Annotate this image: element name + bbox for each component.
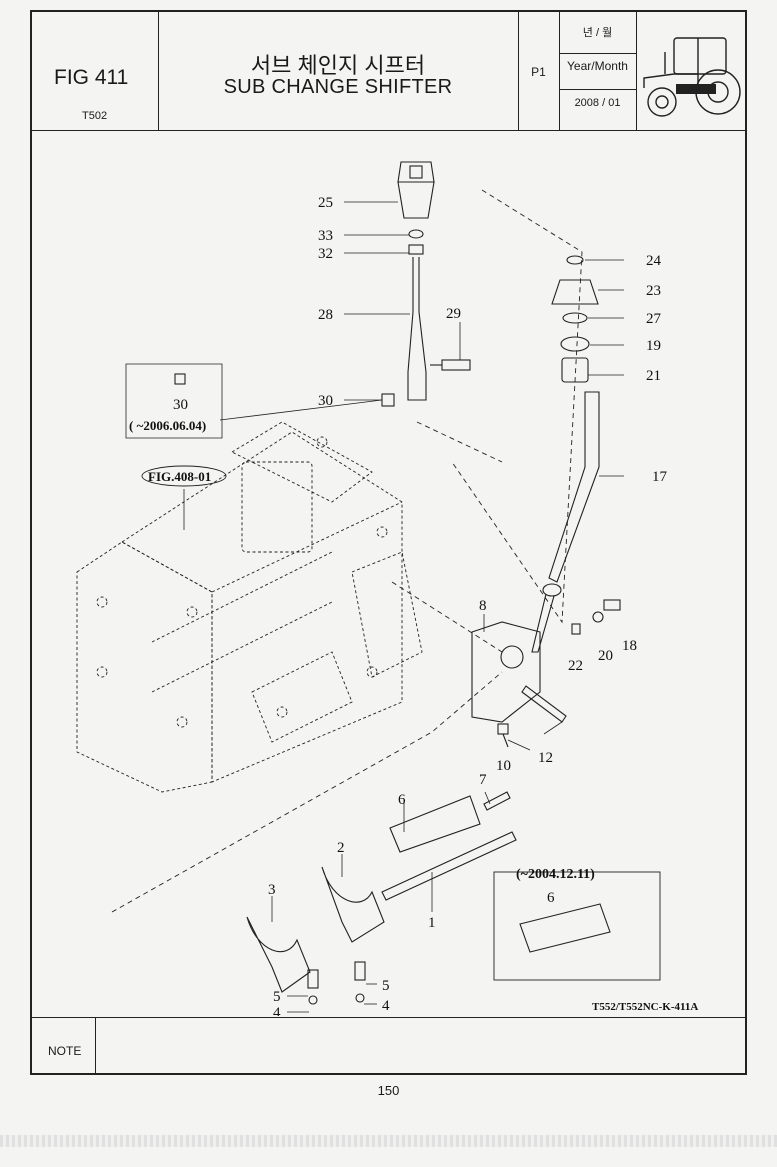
box-6 bbox=[493, 871, 661, 981]
title-english: SUB CHANGE SHIFTER bbox=[223, 76, 453, 98]
part-4-ball bbox=[308, 995, 318, 1005]
box-6-part: 6 bbox=[547, 890, 555, 906]
callout-2: 2 bbox=[337, 840, 345, 856]
part-20-washer bbox=[592, 611, 604, 623]
fig-number: FIG 411 bbox=[54, 66, 129, 89]
fig-code: T502 bbox=[82, 110, 108, 122]
part-17-lever bbox=[548, 391, 600, 583]
header-divider bbox=[518, 12, 519, 130]
part-5-spring bbox=[307, 969, 319, 989]
callout-23: 23 bbox=[646, 283, 661, 299]
part-1-shaft bbox=[381, 831, 517, 901]
page-frame: FIG 411 T502 서브 체인지 시프터 SUB CHANGE SHIFT… bbox=[30, 10, 747, 1075]
callout-21: 21 bbox=[646, 368, 661, 384]
page-code: P1 bbox=[531, 65, 546, 79]
header-divider bbox=[636, 12, 637, 130]
box-30 bbox=[125, 363, 223, 439]
leader-lines bbox=[183, 201, 624, 1013]
callout-30: 30 bbox=[318, 393, 333, 409]
ref-oval bbox=[141, 465, 227, 487]
part-30-nut bbox=[381, 393, 395, 407]
part-21-spring bbox=[561, 357, 589, 383]
callout-22: 22 bbox=[568, 658, 583, 674]
callout-7: 7 bbox=[479, 772, 487, 788]
callout-18: 18 bbox=[622, 638, 637, 654]
part-10-bolt bbox=[497, 723, 509, 748]
part-25-knob bbox=[397, 161, 435, 219]
part-2-fork bbox=[321, 866, 385, 943]
callout-20: 20 bbox=[598, 648, 613, 664]
part-24-clip bbox=[566, 255, 584, 265]
transmission-housing bbox=[76, 421, 423, 793]
tractor-icon bbox=[643, 37, 741, 117]
scan-edge bbox=[0, 1135, 777, 1147]
callout-3: 3 bbox=[268, 882, 276, 898]
part-19-ring bbox=[560, 336, 590, 352]
part-6-plate bbox=[389, 795, 481, 853]
callout-8: 8 bbox=[479, 598, 487, 614]
header-bottom-rule bbox=[32, 130, 745, 131]
callout-25: 25 bbox=[318, 195, 333, 211]
callout-27: 27 bbox=[646, 311, 662, 327]
part-29-bolt bbox=[430, 359, 471, 371]
callout-5: 5 bbox=[382, 978, 390, 994]
note-top-rule bbox=[32, 1017, 745, 1018]
note-label: NOTE bbox=[48, 1044, 82, 1058]
box-6-date: (~2004.12.11) bbox=[516, 867, 595, 882]
part-23-boot bbox=[551, 279, 599, 305]
callout-1: 1 bbox=[428, 915, 436, 931]
box-30-part: 30 bbox=[173, 397, 188, 413]
header-divider bbox=[559, 53, 636, 54]
callout-10: 10 bbox=[496, 758, 511, 774]
callout-5: 5 bbox=[273, 989, 281, 1005]
callout-6: 6 bbox=[398, 792, 406, 808]
date-label-korean: 년 / 월 bbox=[582, 27, 613, 39]
callout-12: 12 bbox=[538, 750, 553, 766]
part-33-washer bbox=[408, 229, 424, 239]
box-30-date: ( ~2006.06.04) bbox=[129, 418, 206, 433]
part-12-bolt bbox=[521, 685, 567, 723]
callout-29: 29 bbox=[446, 306, 461, 322]
part-28-rod bbox=[407, 257, 427, 401]
page-number: 150 bbox=[377, 1083, 400, 1098]
part-8-bracket bbox=[471, 621, 541, 723]
part-32-nut bbox=[408, 244, 424, 255]
phantom-lines bbox=[111, 189, 583, 913]
callout-33: 33 bbox=[318, 228, 333, 244]
callout-4: 4 bbox=[273, 1005, 281, 1016]
part-7-bolt bbox=[483, 791, 511, 811]
header-divider bbox=[559, 89, 636, 90]
part-22-pin bbox=[571, 623, 581, 635]
part-4-ball bbox=[355, 993, 365, 1003]
title-korean: 서브 체인지 시프터 bbox=[250, 53, 426, 78]
part-27-clip bbox=[562, 312, 588, 324]
callout-32: 32 bbox=[318, 246, 333, 262]
callout-17: 17 bbox=[652, 469, 668, 485]
exploded-parts-diagram: 25 33 32 28 29 30 24 23 27 19 21 17 8 22… bbox=[76, 161, 698, 1016]
part-5-spring bbox=[354, 961, 366, 981]
callout-24: 24 bbox=[646, 253, 662, 269]
callout-4: 4 bbox=[382, 998, 390, 1014]
callout-28: 28 bbox=[318, 307, 333, 323]
date-value: 2008 / 01 bbox=[574, 97, 621, 109]
date-label-english: Year/Month bbox=[567, 59, 628, 73]
note-divider bbox=[95, 1017, 96, 1073]
header-divider bbox=[158, 12, 159, 130]
ref-label: FIG.408-01 bbox=[148, 469, 211, 484]
callout-19: 19 bbox=[646, 338, 661, 354]
header-divider bbox=[559, 12, 560, 130]
part-3-fork bbox=[246, 916, 311, 993]
drawing-code: T552/T552NC-K-411A bbox=[592, 1001, 698, 1013]
part-18-bolt bbox=[603, 599, 621, 611]
